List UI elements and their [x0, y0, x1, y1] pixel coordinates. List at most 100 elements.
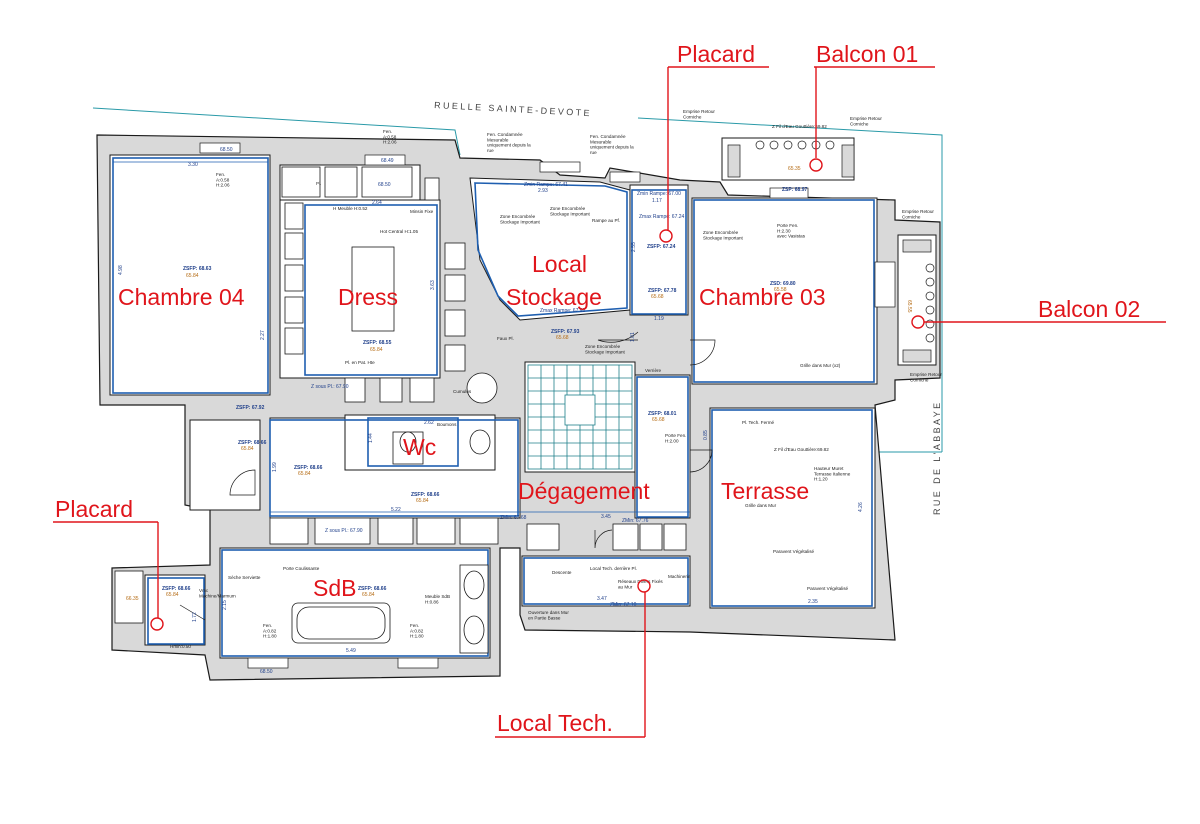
note-paravent-1: Paravent Végétalisé [773, 549, 815, 554]
dim-7: 1.17 [652, 198, 662, 204]
callout-balcon-01: Balcon 01 [816, 41, 918, 67]
level-22: 65.58 [774, 287, 787, 293]
dim-3: 2.27 [260, 330, 266, 340]
staircase [527, 364, 633, 470]
hot-central [351, 246, 395, 332]
dim-20: 3.47 [597, 596, 607, 602]
level-20: 65.68 [651, 294, 664, 300]
dim-4: 2.64 [372, 200, 382, 206]
level-11: 65.84 [241, 446, 254, 452]
note-machinerie: Machinerie [668, 574, 691, 579]
wc-sink [399, 431, 417, 453]
balcon-01-rail [727, 140, 855, 178]
level-31: ZSFP: 68.66 [162, 586, 191, 592]
level-3: 68.50 [378, 182, 391, 188]
note-z-sous-pl-2: Z sous Pl.: 67.90 [325, 528, 363, 534]
level-7: ZSFP: 68.55 [363, 340, 392, 346]
dimension-labels: 3.30 4.98 2.27 2.64 3.63 2.93 1.17 2.55 … [118, 162, 864, 654]
note-pl: Pl. [316, 181, 321, 186]
outline-local-stockage [474, 182, 628, 317]
note-zmin-3: ZMin: 67.68 [500, 515, 527, 521]
level-13: 65.84 [298, 471, 311, 477]
outline-degagement [269, 419, 519, 517]
level-6: 65.84 [186, 273, 199, 279]
dim-19: 4.26 [858, 502, 864, 512]
level-12: ZSFP: 68.66 [294, 465, 323, 471]
label-degagement: Dégagement [518, 478, 650, 504]
note-pl-tech: Pl. Tech. Fermé [742, 420, 775, 425]
dim-8: 2.55 [631, 242, 637, 252]
note-seche: Sèche Serviette [228, 575, 261, 580]
room-local-tech [521, 555, 691, 607]
outline-chambre-03 [693, 199, 875, 383]
note-fil-eau-1: Z Fil d'Eau Gouttière:69.82 [772, 124, 827, 129]
street-right: RUE DE L'ABBAYE [932, 400, 942, 515]
balcon-02-rail [902, 239, 935, 363]
level-1: 68.50 [220, 147, 233, 153]
level-9: ZSFP: 67.92 [236, 405, 265, 411]
label-stockage: Stockage [506, 284, 602, 310]
room-local-stockage [469, 177, 631, 321]
callout-placard-left: Placard [55, 496, 133, 522]
door-swings [179, 331, 716, 621]
level-2: 68.49 [381, 158, 394, 164]
wc-bowl [469, 429, 491, 455]
bathtub [291, 602, 391, 644]
dim-16: 2.15 [222, 600, 228, 610]
room-labels: Chambre 04 Dress Local Stockage Chambre … [118, 251, 826, 601]
level-4: 68.50 [260, 669, 273, 675]
dim-11: 2.62 [424, 420, 434, 426]
level-15: 65.84 [416, 498, 429, 504]
dim-5: 3.63 [430, 280, 436, 290]
note-minsin: Minsin Fixe [410, 209, 434, 214]
dim-1: 3.30 [188, 162, 198, 168]
dim-9: 1.19 [654, 316, 664, 322]
dim-10: 1.01 [630, 332, 636, 342]
room-placard-left [144, 574, 206, 646]
label-terrasse: Terrasse [721, 478, 809, 504]
note-fil-eau-2: Z Fil d'Eau Gouttière:69.82 [774, 447, 829, 452]
dim-14: 3.45 [601, 514, 611, 520]
note-hot-central: Hot Central H:1.05 [380, 229, 418, 234]
level-27: ZSP: 68.97 [782, 187, 808, 193]
street-top: RUELLE SAINTE-DEVOTE [434, 100, 592, 118]
street-boundary-top-right [637, 117, 943, 452]
note-zmin-1: ZMin: 67.76 [622, 518, 649, 524]
sink-1 [463, 570, 485, 600]
note-cumulus: Cumulus [453, 389, 472, 394]
cumulus [466, 372, 498, 404]
outline-local-tech [523, 557, 689, 605]
dim-21: 1.72 [192, 612, 198, 622]
level-29: 66.35 [126, 596, 139, 602]
note-local-tech: Local Tech. derrière Pl. [590, 566, 637, 571]
outline-placard-top [631, 189, 687, 315]
level-14: ZSFP: 68.66 [411, 492, 440, 498]
note-porte-fen-2: Porte Fen.H:2.00 [665, 433, 686, 443]
note-zmin-rampe-1: Zmin Rampe: 67.41 [524, 182, 568, 188]
dim-18: 2.35 [808, 599, 818, 605]
outline-terrasse [711, 409, 873, 607]
outline-wc [367, 417, 459, 467]
label-chambre-04: Chambre 04 [118, 284, 245, 310]
dim-12: 1.99 [272, 462, 278, 472]
level-19: ZSFP: 67.78 [648, 288, 677, 294]
level-16: ZSFP: 67.93 [551, 329, 580, 335]
note-boumon: Boumons [437, 422, 457, 427]
note-meuble: H Meuble H:0.52 [333, 206, 368, 211]
note-porte-coul: Porte Coulissante [283, 566, 320, 571]
sink-2 [463, 615, 485, 645]
note-zmin-rampe-2: Zmin Rampe: 67.00 [637, 191, 681, 197]
label-chambre-03: Chambre 03 [699, 284, 826, 310]
note-pl-pat: Pl. en Pat. Hte [345, 360, 375, 365]
